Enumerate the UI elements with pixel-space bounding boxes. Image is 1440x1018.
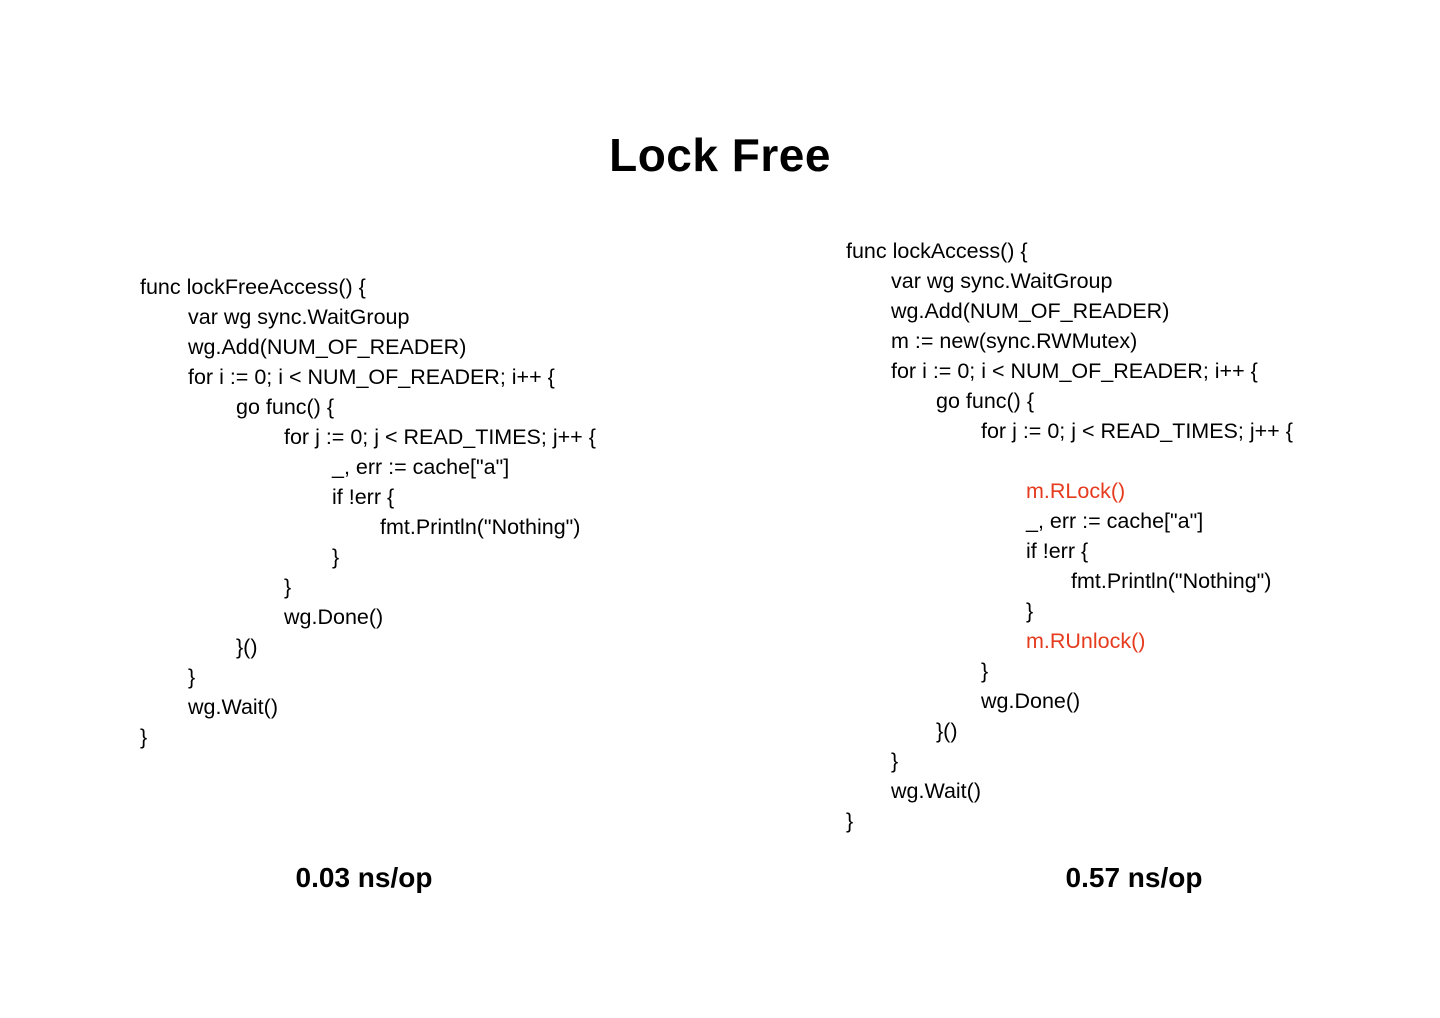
code-line: fmt.Println("Nothing") [380,515,581,539]
code-line: } [891,749,899,773]
code-line: } [140,725,148,749]
code-line: for j := 0; j < READ_TIMES; j++ { [284,425,596,449]
code-line: go func() { [936,389,1034,413]
code-line [846,446,1293,476]
code-line: for i := 0; i < NUM_OF_READER; i++ { [188,365,555,389]
code-line: wg.Add(NUM_OF_READER) [188,335,467,359]
code-line: var wg sync.WaitGroup [891,269,1113,293]
code-line: wg.Done() [284,605,384,629]
code-line: fmt.Println("Nothing") [1071,569,1272,593]
code-line: go func() { [236,395,334,419]
code-block-lock-free: func lockFreeAccess() { var wg sync.WaitG… [140,272,596,752]
code-line: } [188,665,196,689]
benchmark-caption-lock-free: 0.03 ns/op [295,862,433,893]
code-line: } [332,545,340,569]
code-line-highlighted: m.RUnlock() [1026,629,1146,653]
code-line: } [1026,599,1034,623]
code-line: var wg sync.WaitGroup [188,305,410,329]
code-line: wg.Wait() [891,779,981,803]
code-line: wg.Wait() [188,695,278,719]
code-line: m := new(sync.RWMutex) [891,329,1138,353]
code-line: } [981,659,989,683]
code-line: } [846,809,854,833]
code-line: }() [936,719,958,743]
code-line: _, err := cache["a"] [1026,509,1204,533]
code-block-lock: func lockAccess() { var wg sync.WaitGroup… [846,236,1293,836]
code-line: wg.Add(NUM_OF_READER) [891,299,1170,323]
code-line: func lockFreeAccess() { [140,275,366,299]
slide-title: Lock Free [609,129,831,181]
code-line: wg.Done() [981,689,1081,713]
code-line: for i := 0; i < NUM_OF_READER; i++ { [891,359,1258,383]
code-line: if !err { [332,485,395,509]
code-line: _, err := cache["a"] [332,455,510,479]
code-line: } [284,575,292,599]
code-line: for j := 0; j < READ_TIMES; j++ { [981,419,1293,443]
code-line-highlighted: m.RLock() [1026,479,1126,503]
code-line: }() [236,635,258,659]
code-line: if !err { [1026,539,1089,563]
benchmark-caption-lock: 0.57 ns/op [1065,862,1203,893]
code-line: func lockAccess() { [846,239,1028,263]
